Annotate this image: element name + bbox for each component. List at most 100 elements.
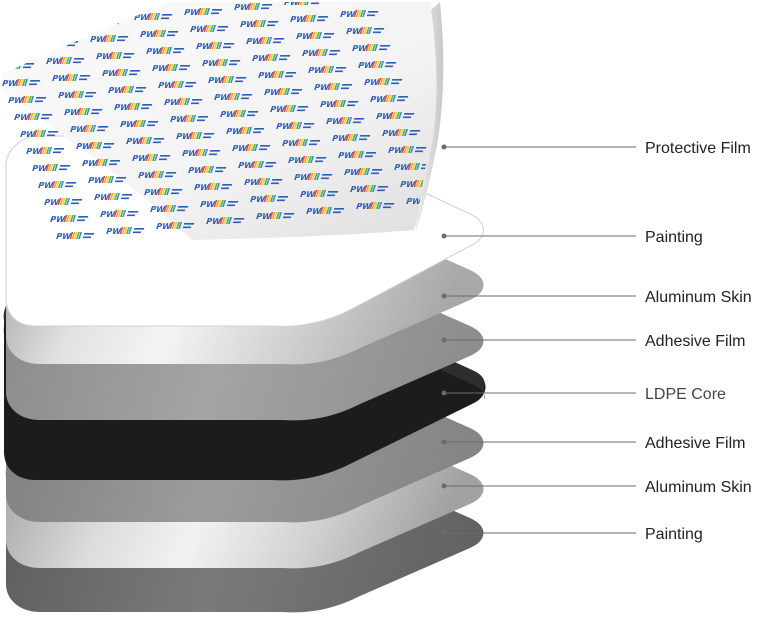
label-ldpe-core: LDPE Core bbox=[645, 386, 726, 403]
film-logo-mark: PW bbox=[89, 34, 129, 44]
svg-text:PW: PW bbox=[25, 146, 43, 156]
svg-text:PW: PW bbox=[89, 34, 107, 44]
film-logo-mark: PW bbox=[107, 85, 147, 95]
svg-text:PW: PW bbox=[201, 58, 219, 68]
svg-text:PW: PW bbox=[113, 102, 131, 112]
svg-text:PW: PW bbox=[0, 44, 7, 54]
svg-text:PW: PW bbox=[57, 90, 75, 100]
film-logo-mark: PW bbox=[0, 27, 23, 37]
film-logo-mark: PW bbox=[133, 12, 173, 22]
svg-text:PW: PW bbox=[157, 80, 175, 90]
film-logo-mark: PW bbox=[57, 90, 97, 100]
film-logo-mark: PW bbox=[75, 141, 115, 151]
svg-text:PW: PW bbox=[99, 209, 117, 219]
svg-text:PW: PW bbox=[281, 138, 299, 148]
film-logo-mark: PW bbox=[43, 197, 83, 207]
film-logo-mark: PW bbox=[283, 2, 320, 7]
svg-text:PW: PW bbox=[225, 126, 243, 136]
film-logo-mark: PW bbox=[55, 231, 95, 240]
svg-text:PW: PW bbox=[125, 136, 143, 146]
film-logo-mark: PW bbox=[313, 82, 353, 92]
svg-text:PW: PW bbox=[39, 39, 57, 49]
callout-ldpe-core: LDPE Core bbox=[441, 386, 726, 403]
film-logo-mark: PW bbox=[181, 148, 221, 158]
film-logo-mark: PW bbox=[51, 73, 91, 83]
svg-text:PW: PW bbox=[69, 124, 87, 134]
film-logo-mark: PW bbox=[305, 206, 345, 216]
svg-text:PW: PW bbox=[137, 170, 155, 180]
film-logo-mark: PW bbox=[95, 51, 135, 61]
svg-text:PW: PW bbox=[33, 22, 51, 32]
svg-text:PW: PW bbox=[243, 177, 261, 187]
film-logo-mark: PW bbox=[125, 136, 165, 146]
svg-text:PW: PW bbox=[187, 165, 205, 175]
svg-text:PW: PW bbox=[233, 2, 251, 12]
svg-text:PW: PW bbox=[331, 133, 349, 143]
film-logo-mark: PW bbox=[275, 121, 315, 131]
film-logo-mark: PW bbox=[69, 124, 109, 134]
svg-text:PW: PW bbox=[313, 82, 331, 92]
film-logo-mark: PW bbox=[369, 94, 409, 104]
svg-text:PW: PW bbox=[325, 116, 343, 126]
film-logo-mark: PW bbox=[375, 111, 415, 121]
film-logo-mark: PW bbox=[263, 87, 303, 97]
film-logo-mark: PW bbox=[231, 143, 271, 153]
film-logo-mark: PW bbox=[349, 184, 389, 194]
svg-text:PW: PW bbox=[0, 27, 1, 37]
film-logo-mark: PW bbox=[269, 104, 309, 114]
film-logo-mark: PW bbox=[2, 11, 17, 18]
svg-text:PW: PW bbox=[13, 112, 31, 122]
film-logo-mark: PW bbox=[257, 70, 297, 80]
svg-text:PW: PW bbox=[307, 65, 325, 75]
film-logo-mark: PW bbox=[119, 119, 159, 129]
film-logo-mark: PW bbox=[77, 2, 117, 10]
callout-dot-painting-bottom bbox=[441, 530, 447, 536]
svg-text:PW: PW bbox=[369, 94, 387, 104]
label-aluminum-skin-bottom: Aluminum Skin bbox=[645, 479, 752, 496]
svg-text:PW: PW bbox=[183, 7, 201, 17]
svg-text:PW: PW bbox=[145, 46, 163, 56]
film-logo-mark: PW bbox=[169, 114, 209, 124]
svg-text:PW: PW bbox=[405, 196, 423, 206]
film-logo-mark: PW bbox=[25, 146, 65, 156]
film-logo-mark: PW bbox=[31, 163, 71, 173]
svg-text:PW: PW bbox=[289, 14, 307, 24]
film-logo-mark: PW bbox=[139, 29, 179, 39]
svg-text:PW: PW bbox=[345, 26, 363, 36]
film-logo-mark: PW bbox=[249, 194, 289, 204]
svg-text:PW: PW bbox=[275, 121, 293, 131]
film-logo-mark: PW bbox=[33, 22, 73, 32]
film-logo-mark: PW bbox=[381, 128, 421, 138]
film-logo-mark: PW bbox=[255, 211, 295, 221]
film-logo-mark: PW bbox=[7, 95, 47, 105]
svg-text:PW: PW bbox=[381, 128, 399, 138]
svg-text:PW: PW bbox=[105, 226, 123, 236]
svg-text:PW: PW bbox=[351, 43, 369, 53]
svg-text:PW: PW bbox=[195, 41, 213, 51]
svg-text:PW: PW bbox=[49, 214, 67, 224]
svg-text:PW: PW bbox=[163, 97, 181, 107]
svg-text:PW: PW bbox=[0, 61, 13, 71]
svg-text:PW: PW bbox=[343, 167, 361, 177]
svg-text:PW: PW bbox=[305, 206, 323, 216]
svg-text:PW: PW bbox=[151, 63, 169, 73]
film-logo-mark: PW bbox=[155, 221, 195, 231]
svg-text:PW: PW bbox=[149, 204, 167, 214]
film-logo-mark: PW bbox=[149, 204, 189, 214]
film-logo-mark: PW bbox=[301, 48, 341, 58]
film-logo-mark: PW bbox=[333, 0, 373, 2]
svg-text:PW: PW bbox=[387, 145, 405, 155]
svg-text:PW: PW bbox=[63, 107, 81, 117]
svg-text:PW: PW bbox=[155, 221, 173, 231]
film-logo-mark: PW bbox=[0, 44, 29, 54]
svg-text:PW: PW bbox=[27, 5, 45, 15]
svg-text:PW: PW bbox=[131, 153, 149, 163]
film-logo-mark: PW bbox=[131, 153, 171, 163]
svg-text:PW: PW bbox=[349, 184, 367, 194]
callout-dot-adhesive-film-bottom bbox=[441, 439, 447, 445]
svg-text:PW: PW bbox=[269, 104, 287, 114]
svg-text:PW: PW bbox=[181, 148, 199, 158]
film-logo-mark: PW bbox=[151, 63, 191, 73]
film-logo-mark: PW bbox=[105, 226, 145, 236]
svg-text:PW: PW bbox=[133, 12, 151, 22]
